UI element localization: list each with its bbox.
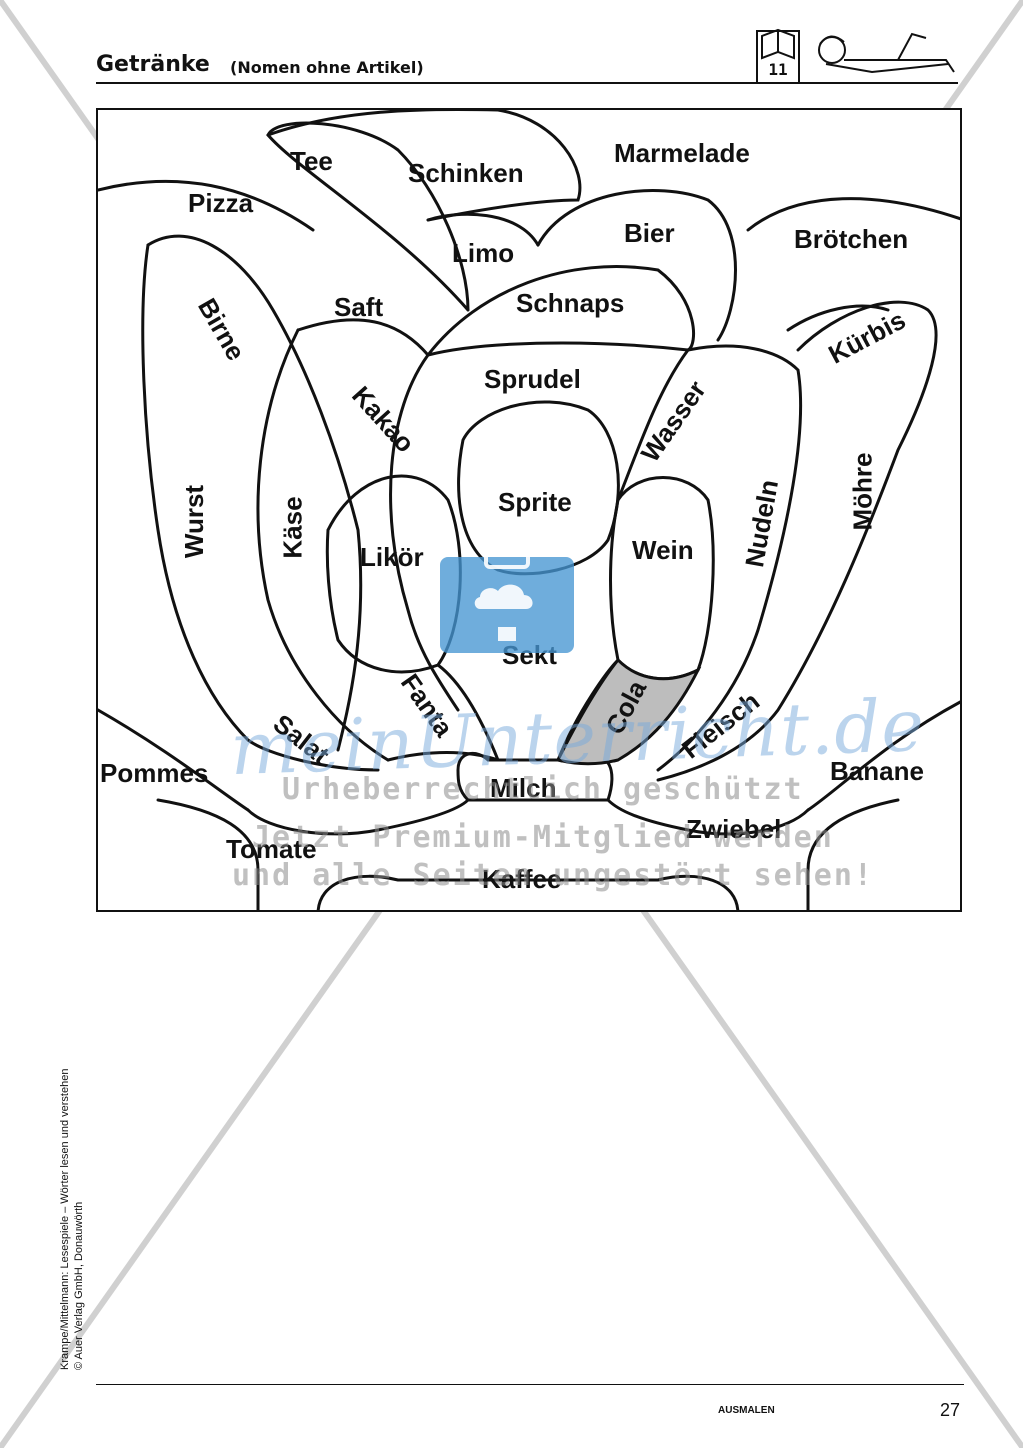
side-credit-text: Krampe/Mittelmann: Lesespiele – Wörter l… (58, 1069, 86, 1370)
word-tomate: Tomate (226, 834, 317, 864)
cloud-briefcase-icon (440, 549, 574, 653)
word-marmelade: Marmelade (614, 138, 750, 168)
word-sprudel: Sprudel (484, 364, 581, 394)
word-broetchen: Brötchen (794, 224, 909, 254)
word-schnaps: Schnaps (516, 288, 625, 318)
page-title: Getränke (96, 52, 210, 77)
footer-rule (96, 1384, 964, 1385)
side-credit: Krampe/Mittelmann: Lesespiele – Wörter l… (58, 1030, 85, 1370)
watermark-line-2: Jetzt Premium-Mitglied werden (252, 820, 834, 855)
word-bier: Bier (624, 218, 675, 248)
chapter-number: 11 (768, 60, 788, 79)
word-kaffee: Kaffee (482, 864, 562, 894)
word-pommes: Pommes (100, 758, 209, 788)
header-rule (96, 82, 958, 84)
word-likoer: Likör (360, 542, 424, 572)
word-moehre: Möhre (847, 452, 878, 531)
shaded-cola-region (555, 657, 702, 766)
footer-section-label: AUSMALEN (718, 1405, 775, 1416)
word-sprite: Sprite (498, 487, 572, 517)
watermark-line-1: Urheberrechtlich geschützt (282, 772, 804, 807)
flower-outline-drawing (98, 110, 960, 910)
word-kaese: Käse (277, 496, 308, 559)
side-credit-line-2: © Auer Verlag GmbH, Donauwörth (73, 1201, 85, 1370)
book-icon (761, 28, 795, 60)
word-pizza: Pizza (188, 188, 254, 218)
word-zwiebel: Zwiebel (686, 814, 782, 844)
page-subtitle: (Nomen ohne Artikel) (230, 58, 424, 77)
word-wein: Wein (632, 535, 694, 565)
side-credit-line-1: Krampe/Mittelmann: Lesespiele – Wörter l… (59, 1068, 71, 1370)
word-schinken: Schinken (408, 158, 524, 188)
footer-page-number: 27 (940, 1400, 961, 1420)
word-banane: Banane (830, 756, 924, 786)
watermark-line-3: und alle Seiten ungestört sehen! (232, 858, 874, 893)
word-limo: Limo (452, 238, 515, 268)
word-tee: Tee (290, 146, 333, 176)
word-wurst: Wurst (179, 484, 210, 559)
reading-child-illustration-icon (818, 32, 955, 74)
coloring-picture: Tee Schinken Marmelade Pizza Limo Bier B… (96, 108, 962, 912)
word-saft: Saft (334, 292, 384, 322)
word-milch: Milch (490, 773, 557, 803)
